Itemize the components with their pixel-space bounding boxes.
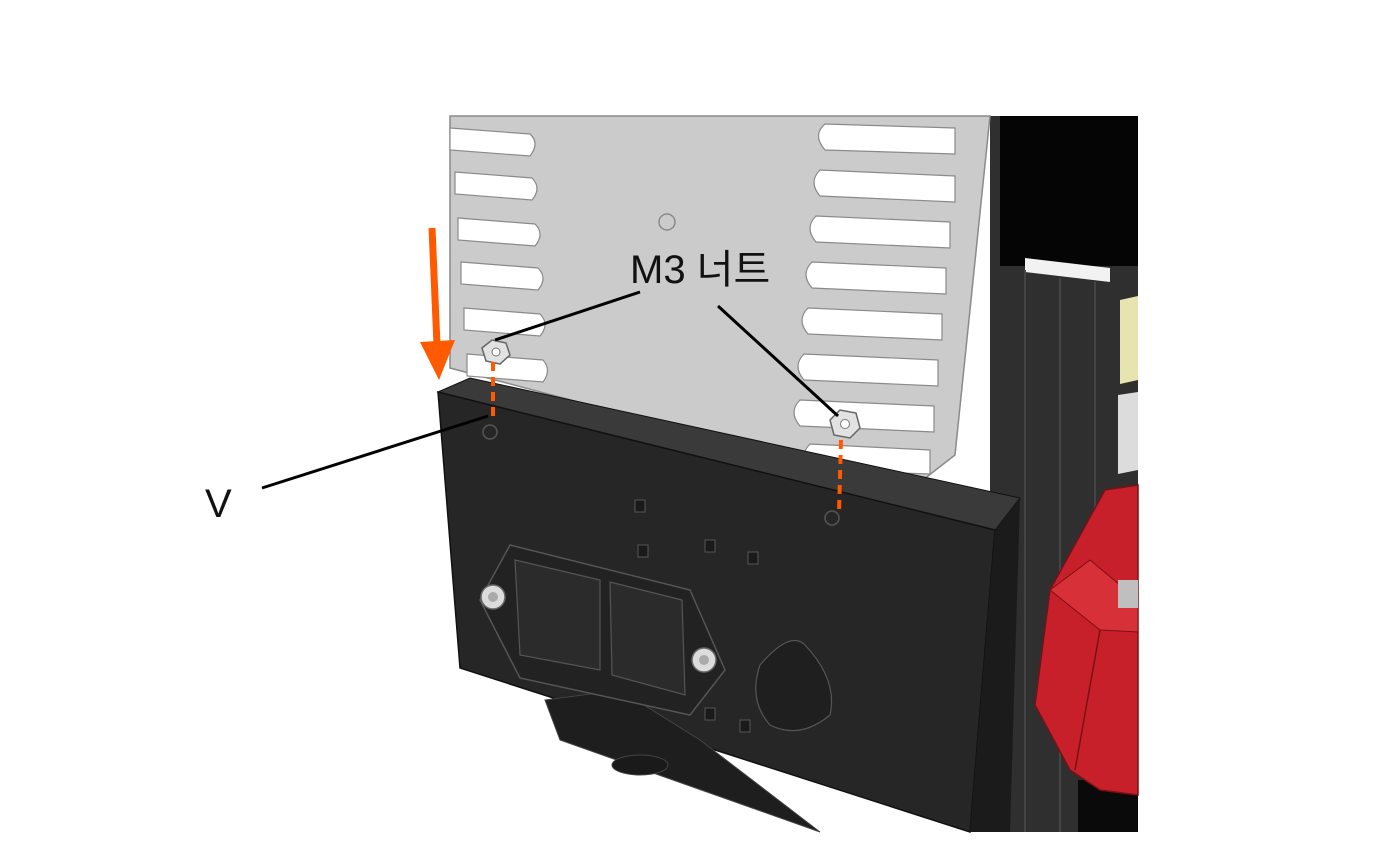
m3-nut-label: M3 너트 bbox=[630, 250, 770, 290]
v-label: V bbox=[205, 484, 232, 524]
